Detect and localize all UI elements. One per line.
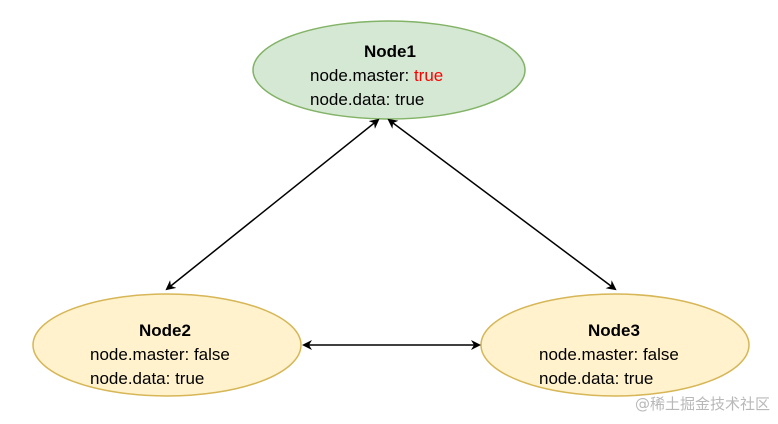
node3-master-value: false bbox=[642, 345, 679, 364]
node1-data-line: node.data: true bbox=[310, 88, 470, 112]
node2-ellipse bbox=[32, 293, 302, 397]
node1-data-value: true bbox=[395, 90, 425, 109]
node3-master-line: node.master: false bbox=[539, 343, 709, 367]
node1-master-value: true bbox=[413, 66, 444, 85]
node1-data-label: node.data: bbox=[310, 90, 396, 109]
node1-master-line: node.master: true bbox=[310, 64, 470, 88]
node2-master-label: node.master: bbox=[90, 345, 194, 364]
node1-label: Node1 node.master: true node.data: true bbox=[310, 40, 470, 112]
node3-data-line: node.data: true bbox=[539, 367, 709, 391]
node2-data-label: node.data: bbox=[90, 369, 176, 388]
node2-data-line: node.data: true bbox=[90, 367, 260, 391]
node2-title: Node2 bbox=[139, 321, 191, 340]
node3-data-label: node.data: bbox=[539, 369, 625, 388]
node3-ellipse bbox=[480, 293, 750, 397]
node1-master-label: node.master: bbox=[310, 66, 414, 85]
node2-data-value: true bbox=[175, 369, 205, 388]
node3-title: Node3 bbox=[588, 321, 640, 340]
node2-master-line: node.master: false bbox=[90, 343, 260, 367]
node1-title: Node1 bbox=[364, 42, 416, 61]
node3-label: Node3 node.master: false node.data: true bbox=[539, 319, 709, 391]
watermark: @稀土掘金技术社区 bbox=[634, 395, 770, 413]
node3-data-value: true bbox=[624, 369, 654, 388]
node3-master-label: node.master: bbox=[539, 345, 643, 364]
node2-label: Node2 node.master: false node.data: true bbox=[90, 319, 260, 391]
node2-master-value: false bbox=[193, 345, 230, 364]
edge-node1-node3 bbox=[387, 118, 617, 291]
edge-node1-node2 bbox=[165, 118, 380, 291]
